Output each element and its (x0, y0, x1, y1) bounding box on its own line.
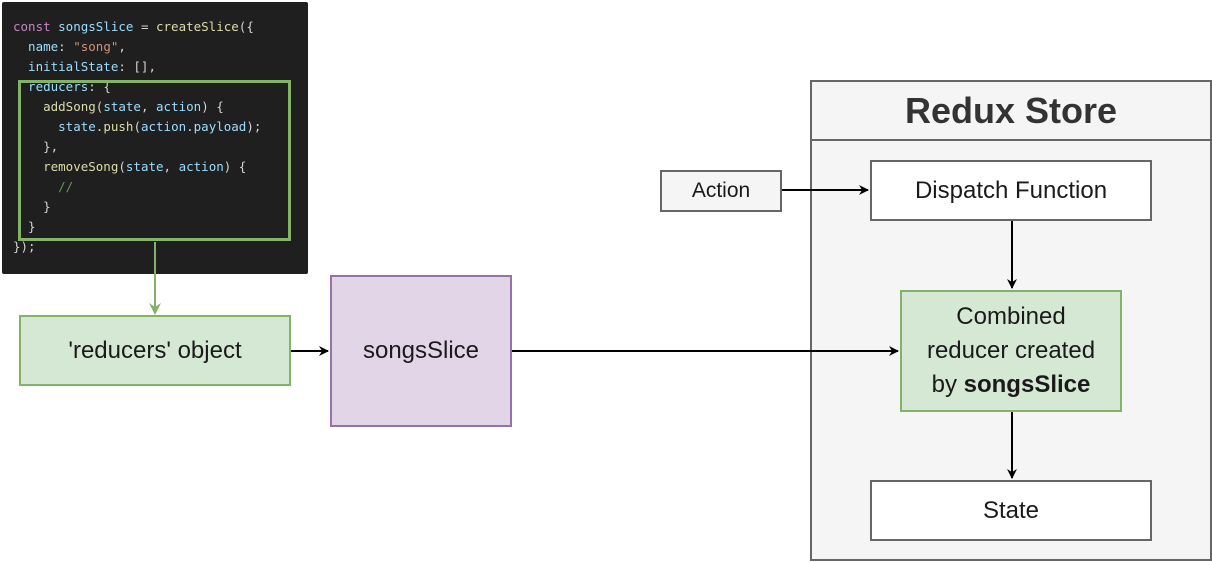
code-line: }, (13, 139, 59, 154)
code-line: removeSong(state, action) { (13, 159, 247, 174)
code-line: } (13, 199, 51, 214)
code-line: }); (13, 239, 36, 254)
code-line: // (13, 179, 74, 194)
action-label: Action (691, 179, 751, 202)
code-line: name: "song", (13, 39, 126, 54)
combined-reducer-by-text: by (931, 371, 964, 398)
dispatch-function-label: Dispatch Function (914, 176, 1108, 204)
combined-reducer-line-2: reducer created (926, 337, 1096, 364)
combined-reducer-node: Combined reducer created by songsSlice (900, 290, 1122, 412)
songs-slice-node: songsSlice (330, 275, 512, 427)
code-line: const songsSlice = createSlice({ (13, 19, 254, 34)
code-line: initialState: [], (13, 59, 156, 74)
combined-reducer-label: Combined reducer created by songsSlice (927, 300, 1095, 402)
dispatch-function-node: Dispatch Function (870, 160, 1152, 221)
code-line: addSong(state, action) { (13, 99, 224, 114)
reducers-object-label: 'reducers' object (68, 336, 242, 364)
code-line: } (13, 219, 36, 234)
code-line: state.push(action.payload); (13, 119, 262, 134)
reducers-highlight-box (18, 80, 291, 241)
combined-reducer-line-3: by songsSlice (927, 368, 1095, 402)
code-snippet: const songsSlice = createSlice({ name: "… (2, 2, 308, 274)
reducers-object-node: 'reducers' object (19, 315, 291, 386)
combined-reducer-bold-text: songsSlice (963, 371, 1091, 398)
redux-store-title-text: Redux Store (904, 89, 1118, 131)
state-label: State (982, 496, 1040, 524)
songs-slice-label: songsSlice (362, 337, 480, 364)
action-node: Action (660, 170, 782, 212)
state-node: State (870, 480, 1152, 541)
redux-store-title: Redux Store (810, 80, 1212, 141)
combined-reducer-line-1: Combined (956, 303, 1066, 330)
